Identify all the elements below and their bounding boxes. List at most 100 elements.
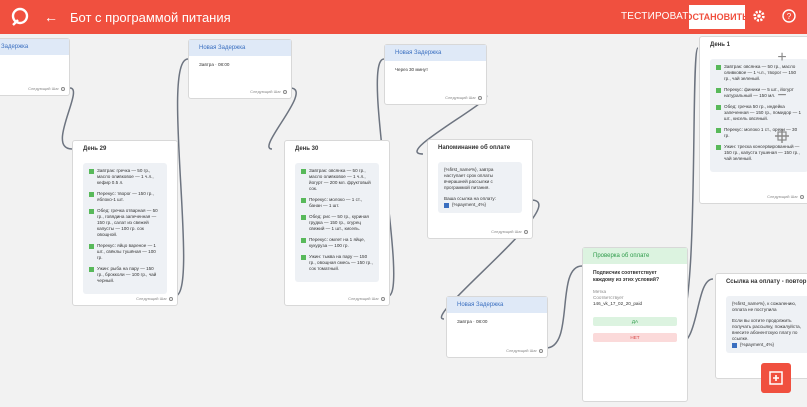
list-item: Перекус: финики — 5 шт., йогурт натураль… xyxy=(716,87,802,99)
next-step-link[interactable]: Следующий Шаг xyxy=(28,86,65,91)
list-item: Перекус: яйцо вареное — 1 шт., свёклы ту… xyxy=(89,243,161,261)
card-title: День 29 xyxy=(83,146,107,152)
message-block: Завтрак: гречка — 50 гр., масло оливково… xyxy=(83,163,167,294)
gear-icon[interactable] xyxy=(752,9,766,23)
no-branch[interactable]: НЕТ xyxy=(593,333,677,342)
next-step-label: Следующий Шаг xyxy=(445,95,476,100)
flow-canvas[interactable]: Задержка Следующий Шаг Новая Задержка За… xyxy=(0,34,807,407)
list-item: Ужин: тыква на пару — 150 гр., овощная с… xyxy=(301,254,373,272)
next-step-label: Следующий Шаг xyxy=(491,229,522,234)
add-block-icon xyxy=(769,371,783,385)
day-1-card[interactable]: День 1 Завтрак: овсянка — 50 гр., масло … xyxy=(699,36,807,204)
next-step-link[interactable]: Следующий Шаг xyxy=(348,296,385,301)
check-icon xyxy=(301,197,306,203)
list-item: Ужин: рыба на пару — 150 гр., брокколи —… xyxy=(89,266,161,284)
zoom-in-button[interactable]: + xyxy=(777,49,787,66)
connector-dot[interactable] xyxy=(539,348,543,353)
delay-card-left[interactable]: Задержка Следующий Шаг xyxy=(0,38,70,96)
card-title: Задержка xyxy=(0,39,69,55)
yes-branch[interactable]: ДА xyxy=(593,317,677,326)
next-step-link[interactable]: Следующий Шаг xyxy=(136,296,173,301)
card-title: Новая Задержка xyxy=(385,45,486,61)
link-icon xyxy=(444,202,449,208)
delay-text: Завтра · 08:00 xyxy=(199,62,230,67)
check-icon xyxy=(89,266,94,272)
condition-question: Подписчик соответствует каждому из этих … xyxy=(593,270,660,283)
link-icon xyxy=(732,342,737,348)
payment-reminder-card[interactable]: Напоминание об оплате {%first_name%}, за… xyxy=(427,139,533,239)
delay-card-1[interactable]: Новая Задержка Завтра · 08:00 Следующий … xyxy=(188,39,292,99)
list-item: Завтрак: гречка — 50 гр., масло оливково… xyxy=(89,168,161,186)
next-step-label: Следующий Шаг xyxy=(767,194,798,199)
payment-check-card[interactable]: Проверка об оплате Подписчик соответству… xyxy=(582,247,688,402)
connector-dot[interactable] xyxy=(169,296,173,301)
delay-card-2[interactable]: Новая Задержка Через 30 минут Следующий … xyxy=(384,44,487,105)
list-item: Завтрак: овсянка — 50 гр., масло оливков… xyxy=(716,64,802,82)
next-step-link[interactable]: Следующий Шаг xyxy=(491,229,528,234)
test-button[interactable]: ТЕСТИРОВАТЬ xyxy=(621,11,696,22)
zoom-out-button[interactable]: − xyxy=(777,87,787,104)
check-icon xyxy=(89,208,94,214)
next-step-label: Следующий Шаг xyxy=(136,296,167,301)
message-block: Завтрак: овсянка — 50 гр., масло оливков… xyxy=(710,59,807,172)
delay-text: Через 30 минут xyxy=(395,67,429,72)
next-step-link[interactable]: Следующий Шаг xyxy=(767,194,804,199)
check-icon xyxy=(301,254,306,260)
list-item: Обед: гречка 50 гр., индейка запеченная … xyxy=(716,104,802,122)
back-arrow-icon[interactable]: ← xyxy=(44,9,58,25)
check-icon xyxy=(89,191,94,197)
day-29-card[interactable]: День 29 Завтрак: гречка — 50 гр., масло … xyxy=(72,140,178,306)
card-title: Проверка об оплате xyxy=(583,248,687,264)
list-item: Перекус: молоко 1 ст., орехи — 30 гр. xyxy=(716,127,802,139)
condition-operator: Соответствует xyxy=(593,295,624,300)
payment-link[interactable]: {%payment_4%} xyxy=(444,202,516,208)
card-title: Новая Задержка xyxy=(447,297,547,313)
paylink-text-2: Если вы хотите продолжить получать рассы… xyxy=(732,318,802,341)
reminder-text: {%first_name%}, завтра наступает срок оп… xyxy=(444,167,494,190)
list-item: Перекус: омлет на 1 яйце, кукуруза — 100… xyxy=(301,237,373,249)
next-step-link[interactable]: Следующий Шаг xyxy=(250,89,287,94)
card-title: День 30 xyxy=(295,146,319,152)
connector-dot[interactable] xyxy=(478,95,482,100)
next-step-label: Следующий Шаг xyxy=(250,89,281,94)
message-block: Завтрак: овсянка — 50 гр., масло оливков… xyxy=(295,163,379,282)
connector-dot[interactable] xyxy=(524,229,528,234)
card-title: День 1 xyxy=(710,42,731,48)
check-icon xyxy=(301,214,306,220)
connector-dot[interactable] xyxy=(381,296,385,301)
card-title: Напоминание об оплате xyxy=(438,145,511,151)
next-step-link[interactable]: Следующий Шаг xyxy=(445,95,482,100)
list-item: Ужин: треска консервированный — 150 гр.,… xyxy=(716,144,802,162)
help-icon[interactable]: ? xyxy=(782,9,796,23)
next-step-link[interactable]: Следующий Шаг xyxy=(506,348,543,353)
reminder-link-label: Ваша ссылка на оплату: xyxy=(444,196,496,201)
condition-label: Метка xyxy=(593,289,607,294)
list-item: Завтрак: овсянка — 50 гр., масло оливков… xyxy=(301,168,373,192)
delay-text: Завтра · 08:00 xyxy=(457,319,488,324)
check-icon xyxy=(301,237,306,243)
day-30-card[interactable]: День 30 Завтрак: овсянка — 50 гр., масло… xyxy=(284,140,390,306)
check-icon xyxy=(716,104,721,110)
stop-button[interactable]: ОСТАНОВИТЬ xyxy=(685,5,749,29)
message-block: {%first_name%}, завтра наступает срок оп… xyxy=(438,162,522,213)
next-step-label: Следующий Шаг xyxy=(506,348,537,353)
add-step-button[interactable] xyxy=(761,363,791,393)
payment-link[interactable]: {%payment_4%} xyxy=(732,342,807,348)
check-icon xyxy=(716,64,721,70)
delay-card-3[interactable]: Новая Задержка Завтра · 08:00 Следующий … xyxy=(446,296,548,358)
connector-dot[interactable] xyxy=(283,89,287,94)
fit-view-button[interactable] xyxy=(768,122,796,150)
connector-dot[interactable] xyxy=(800,194,804,199)
list-item: Обед: рис — 50 гр., куриная грудка — 150… xyxy=(301,214,373,232)
page-title: Бот с программой питания xyxy=(70,9,231,25)
logo-icon xyxy=(11,7,29,26)
check-icon xyxy=(716,127,721,133)
message-block: {%first_name%}, к сожалению, оплата не п… xyxy=(726,296,807,353)
next-step-label: Следующий Шаг xyxy=(28,86,59,91)
card-title: Новая Задержка xyxy=(189,40,291,56)
list-item: Обед: гречка отварная — 50 гр., говядина… xyxy=(89,208,161,238)
list-item: Перекус: молоко — 1 ст., банан — 1 шт. xyxy=(301,197,373,209)
check-icon xyxy=(716,144,721,150)
connector-dot[interactable] xyxy=(61,86,65,91)
check-icon xyxy=(89,243,94,249)
